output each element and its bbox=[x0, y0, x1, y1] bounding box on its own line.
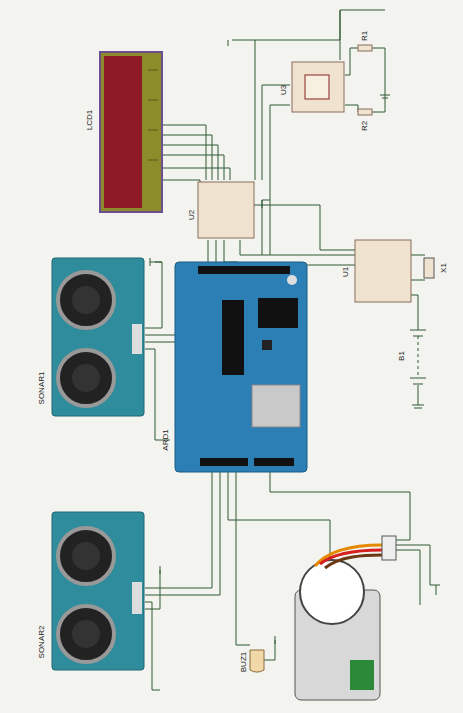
part-label: R1 bbox=[361, 31, 369, 41]
part-label: ARD1 bbox=[162, 429, 170, 450]
part-label: SONAR2 bbox=[38, 626, 46, 659]
part-label: LCD1 bbox=[86, 110, 94, 130]
part-label: U3 bbox=[280, 85, 288, 95]
part-label: B1 bbox=[398, 351, 406, 361]
part-label: X1 bbox=[440, 263, 448, 273]
part-label: U2 bbox=[188, 210, 196, 220]
part-label: R2 bbox=[361, 121, 369, 131]
part-label: BUZ1 bbox=[240, 652, 248, 672]
part-label: SONAR1 bbox=[38, 372, 46, 405]
part-label: U1 bbox=[342, 267, 350, 277]
